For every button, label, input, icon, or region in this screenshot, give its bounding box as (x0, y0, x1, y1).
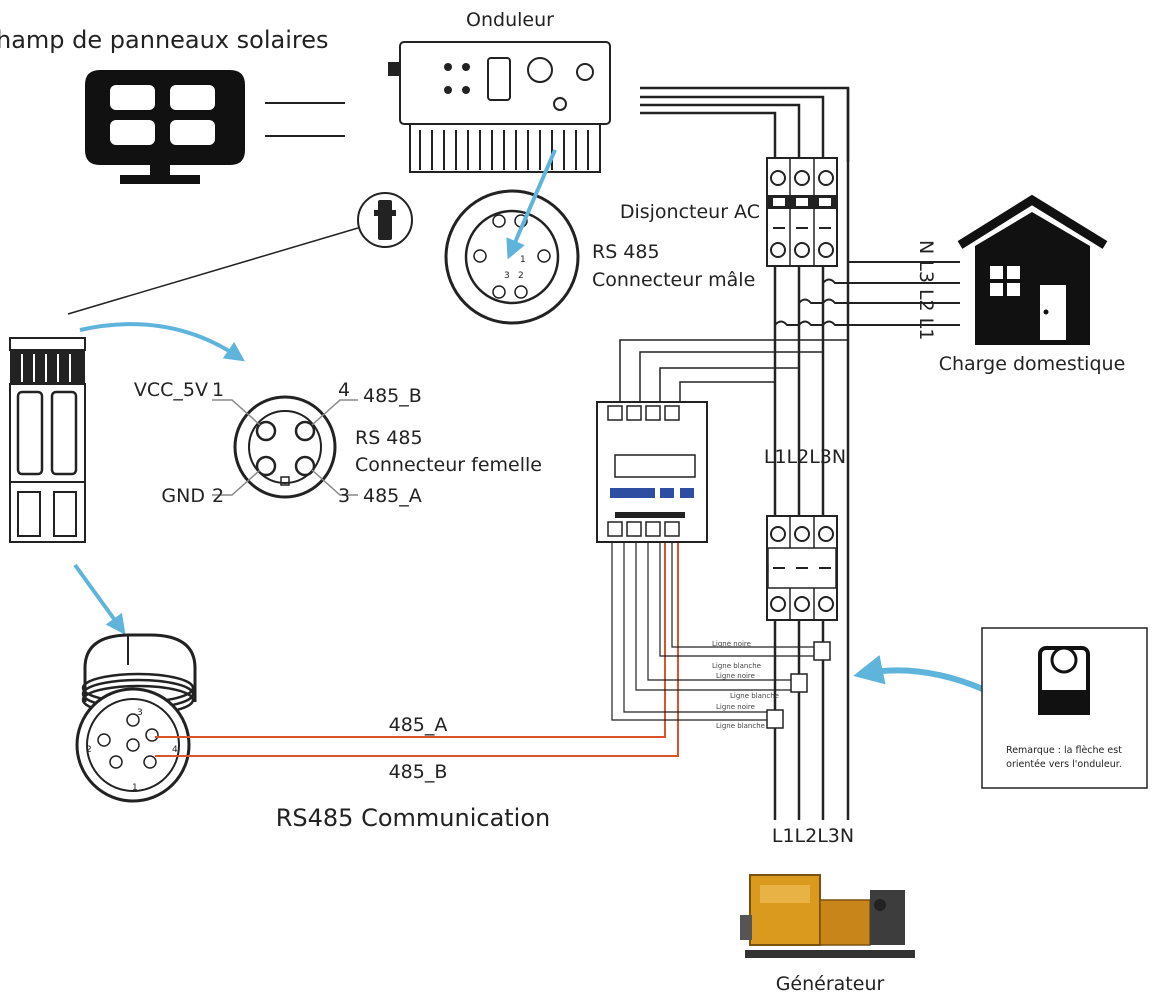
house-load-lines (774, 261, 960, 326)
ac-breaker-label: Disjoncteur AC (620, 201, 760, 223)
ac-breaker-bottom-icon (766, 515, 838, 621)
svg-text:1: 1 (520, 255, 526, 265)
cable-connector-icon (9, 337, 86, 543)
grid-phases-bottom-label: L1L2L3N (772, 825, 854, 847)
inverter-icon (388, 41, 611, 173)
inverter-ac-lines (640, 86, 850, 162)
arrow-to-male-connector (506, 149, 557, 260)
rs485-communication-label: RS485 Communication (276, 804, 551, 832)
pin-3-label: 485_A (363, 485, 422, 507)
svg-text:Ligne blanche: Ligne blanche (716, 722, 765, 730)
inverter-label: Onduleur (466, 9, 554, 31)
generator-icon (740, 874, 915, 958)
meter-top-wires (619, 339, 848, 408)
ct-note-line-2: orientée vers l'onduleur. (1006, 759, 1122, 770)
ct-note-box (981, 627, 1148, 789)
pin-4-label: 485_B (363, 385, 422, 407)
arrow-to-female-connector (79, 322, 245, 362)
pin-2-number: 2 (212, 485, 224, 507)
pin-2-label: GND (161, 485, 205, 507)
svg-text:Ligne noire: Ligne noire (712, 640, 751, 648)
svg-text:Ligne noire: Ligne noire (716, 672, 755, 680)
pin-1-number: 1 (212, 379, 224, 401)
home-load-label: Charge domestique (939, 353, 1126, 375)
grid-phases-top-label: L1L2L3N (764, 446, 846, 468)
rs485-female-label-2: Connecteur femelle (355, 454, 542, 476)
pin-1-label: VCC_5V (134, 379, 208, 401)
pin-3-number: 3 (338, 485, 350, 507)
svg-text:Ligne blanche: Ligne blanche (712, 662, 761, 670)
solar-panel-icon (85, 70, 245, 184)
connector-plug-icon (357, 192, 413, 248)
energy-meter-icon (596, 401, 708, 543)
svg-text:3: 3 (137, 708, 143, 718)
rs485-round-plug-icon: 3 2 4 1 (75, 633, 197, 803)
svg-text:Ligne noire: Ligne noire (716, 703, 755, 711)
rs485-female-connector-icon (233, 395, 337, 499)
rs485-female-label-1: RS 485 (355, 427, 423, 449)
generator-label: Générateur (776, 973, 885, 995)
house-phases-label: N L3 L2 L1 (915, 240, 937, 340)
ct-wires (611, 542, 814, 721)
svg-text:2: 2 (86, 745, 92, 755)
rs485-male-label-1: RS 485 (592, 241, 660, 263)
svg-text:4: 4 (172, 745, 178, 755)
rs485-wires (155, 523, 679, 757)
svg-text:3: 3 (504, 271, 510, 281)
svg-text:Ligne blanche: Ligne blanche (730, 692, 779, 700)
svg-text:1: 1 (132, 783, 138, 793)
rs485-male-connector-icon: 1 2 3 (444, 189, 580, 325)
arrow-to-round-plug (73, 563, 126, 635)
ac-breaker-top-icon (766, 157, 838, 267)
rs485-male-label-2: Connecteur mâle (592, 269, 755, 291)
ct-clamp-icons (766, 641, 831, 729)
wire-485a-label: 485_A (389, 714, 448, 736)
arrow-to-ct (853, 655, 987, 693)
ct-note-line-1: Remarque : la flèche est (1006, 745, 1122, 756)
wire-485b-label: 485_B (389, 761, 448, 783)
pin-4-number: 4 (338, 379, 350, 401)
solar-field-label: hamp de panneaux solaires (0, 26, 329, 54)
svg-text:2: 2 (518, 271, 524, 281)
house-icon (957, 194, 1108, 345)
